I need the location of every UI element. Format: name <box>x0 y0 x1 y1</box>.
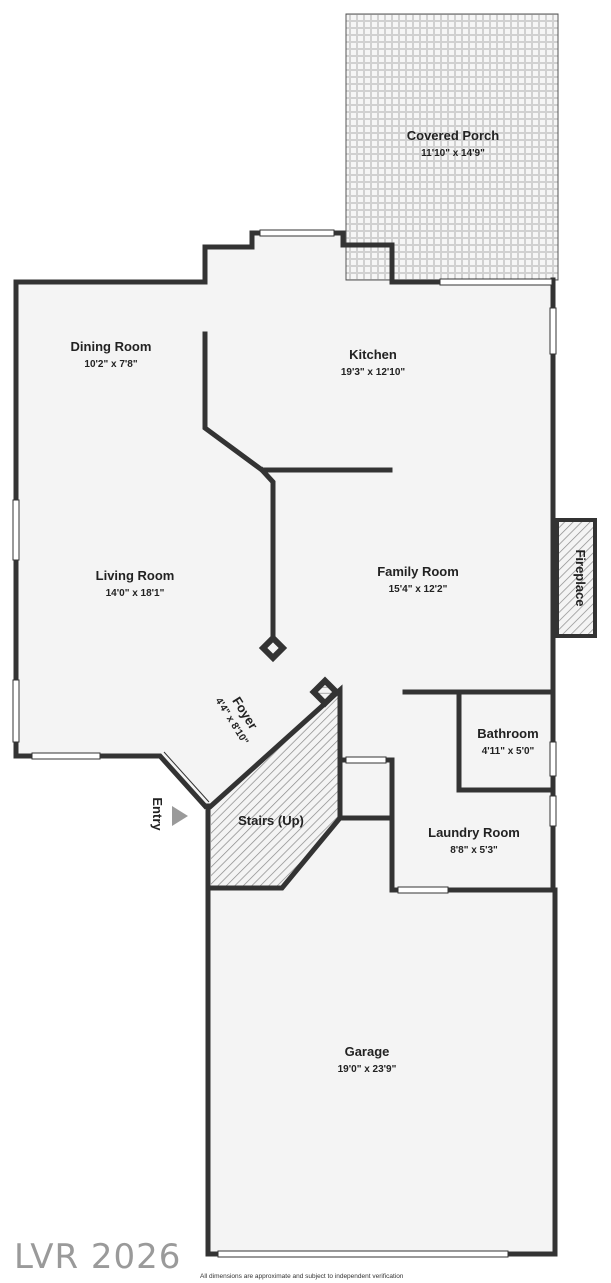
fireplace-label: Fireplace <box>573 549 588 606</box>
disclaimer-text: All dimensions are approximate and subje… <box>200 1273 404 1280</box>
bathroom-window <box>549 741 557 777</box>
laundry-room-label: Laundry Room <box>428 825 520 840</box>
laundry-window <box>549 795 557 827</box>
stairs-floor <box>211 690 340 888</box>
closet-door <box>345 756 387 764</box>
exterior-wall-upper <box>13 230 442 810</box>
garage-label: Garage <box>345 1044 390 1059</box>
covered-porch-floor <box>345 13 559 281</box>
porch-opening <box>439 278 553 286</box>
stairs-label: Stairs (Up) <box>238 813 304 828</box>
living-window-upper <box>12 499 20 561</box>
laundry-door <box>397 886 449 894</box>
bathroom-dims: 4'11" x 5'0" <box>482 746 535 757</box>
kitchen-dims: 19'3" x 12'10" <box>341 367 406 378</box>
dining-room-dims: 10'2" x 7'8" <box>84 359 137 370</box>
living-window-lower <box>12 679 20 743</box>
garage-dims: 19'0" x 23'9" <box>338 1064 397 1075</box>
fireplace-hearth <box>555 518 597 638</box>
laundry-room-dims: 8'8" x 5'3" <box>450 845 498 856</box>
kitchen-label: Kitchen <box>349 347 397 362</box>
entry-door-inner <box>163 751 210 803</box>
main-floor <box>16 233 553 890</box>
dining-room-label: Dining Room <box>71 339 152 354</box>
column-living-inner <box>267 642 279 654</box>
entry-arrow-icon <box>172 806 188 826</box>
garage-door <box>217 1250 509 1258</box>
covered-porch-dims: 11'10" x 14'9" <box>421 148 485 159</box>
watermark: LVR 2026 <box>14 1237 181 1277</box>
bathroom-label: Bathroom <box>477 726 538 741</box>
stair-wall <box>207 684 343 891</box>
living-room-label: Living Room <box>96 568 175 583</box>
bathroom-inner-wall <box>456 689 556 793</box>
kitchen-divider-wall <box>202 331 393 473</box>
kitchen-east-window <box>549 307 557 355</box>
kitchen-window <box>259 229 335 237</box>
garage-floor <box>208 890 555 1254</box>
family-room-label: Family Room <box>377 564 459 579</box>
laundry-wall <box>389 757 556 893</box>
entry-door <box>159 755 206 807</box>
living-room-dims: 14'0" x 18'1" <box>106 588 165 599</box>
covered-porch-label: Covered Porch <box>407 128 500 143</box>
living-window-bottom <box>31 752 101 760</box>
entry-label: Entry <box>150 797 165 831</box>
center-wall <box>258 466 276 647</box>
family-room-dims: 15'4" x 12'2" <box>389 584 448 595</box>
column-foyer-inner <box>317 684 333 700</box>
